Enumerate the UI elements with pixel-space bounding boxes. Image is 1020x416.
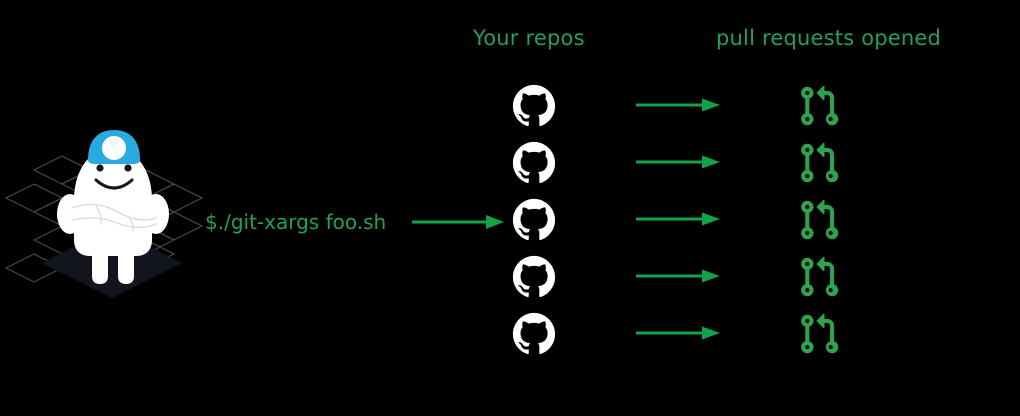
git-pull-request-icon bbox=[797, 198, 841, 242]
command-label: $./git-xargs foo.sh bbox=[205, 210, 387, 234]
git-pull-request-icon bbox=[797, 312, 841, 356]
mapping-row bbox=[0, 310, 1020, 366]
git-pull-request-icon bbox=[797, 141, 841, 185]
arrow-right-icon bbox=[636, 324, 720, 342]
github-icon bbox=[512, 84, 556, 128]
github-icon bbox=[512, 312, 556, 356]
arrow-right-icon bbox=[636, 267, 720, 285]
command-arrow-icon bbox=[412, 212, 504, 232]
mapping-row bbox=[0, 253, 1020, 309]
mapping-row bbox=[0, 196, 1020, 252]
mascot-body-icon bbox=[57, 148, 169, 284]
mascot-illustration bbox=[0, 128, 225, 313]
arrow-right-icon bbox=[636, 96, 720, 114]
git-pull-request-icon bbox=[797, 255, 841, 299]
column-heading-pull-requests: pull requests opened bbox=[716, 26, 942, 50]
mapping-row bbox=[0, 82, 1020, 138]
github-icon bbox=[512, 141, 556, 185]
mapping-row bbox=[0, 139, 1020, 195]
mining-helmet-icon bbox=[88, 130, 140, 164]
column-heading-repos: Your repos bbox=[473, 26, 585, 50]
arrow-right-icon bbox=[636, 153, 720, 171]
github-icon bbox=[512, 198, 556, 242]
github-icon bbox=[512, 255, 556, 299]
arrow-right-icon bbox=[636, 210, 720, 228]
git-pull-request-icon bbox=[797, 84, 841, 128]
